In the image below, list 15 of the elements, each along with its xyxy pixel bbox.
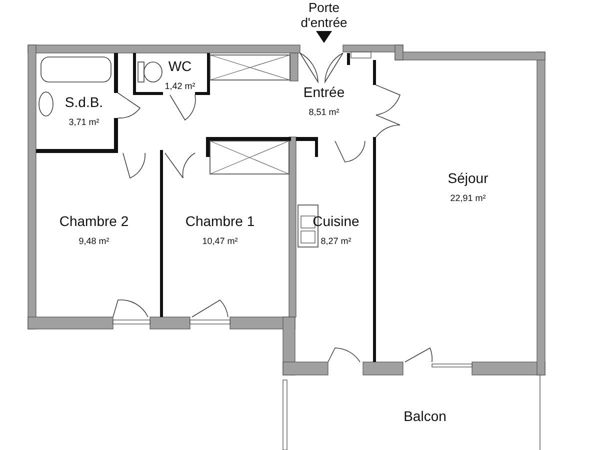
room-area: 8,27 m² (320, 236, 352, 246)
room-area: 9,48 m² (78, 236, 110, 246)
room-name: Chambre 1 (185, 213, 255, 229)
room-area: 3,71 m² (68, 117, 100, 127)
room-name: Chambre 2 (59, 213, 129, 229)
room-name: S.d.B. (64, 94, 104, 110)
room-area: 10,47 m² (202, 236, 238, 246)
room-name: Entrée (303, 84, 345, 100)
entrance-label: Porte d'entrée (300, 0, 348, 30)
room-area: 8,51 m² (308, 107, 340, 117)
room-name: Séjour (448, 170, 488, 186)
room-area: 1,42 m² (164, 81, 196, 91)
room-name: Balcon (404, 408, 446, 424)
room-area: 22,91 m² (450, 193, 486, 203)
room-name: WC (168, 58, 192, 74)
